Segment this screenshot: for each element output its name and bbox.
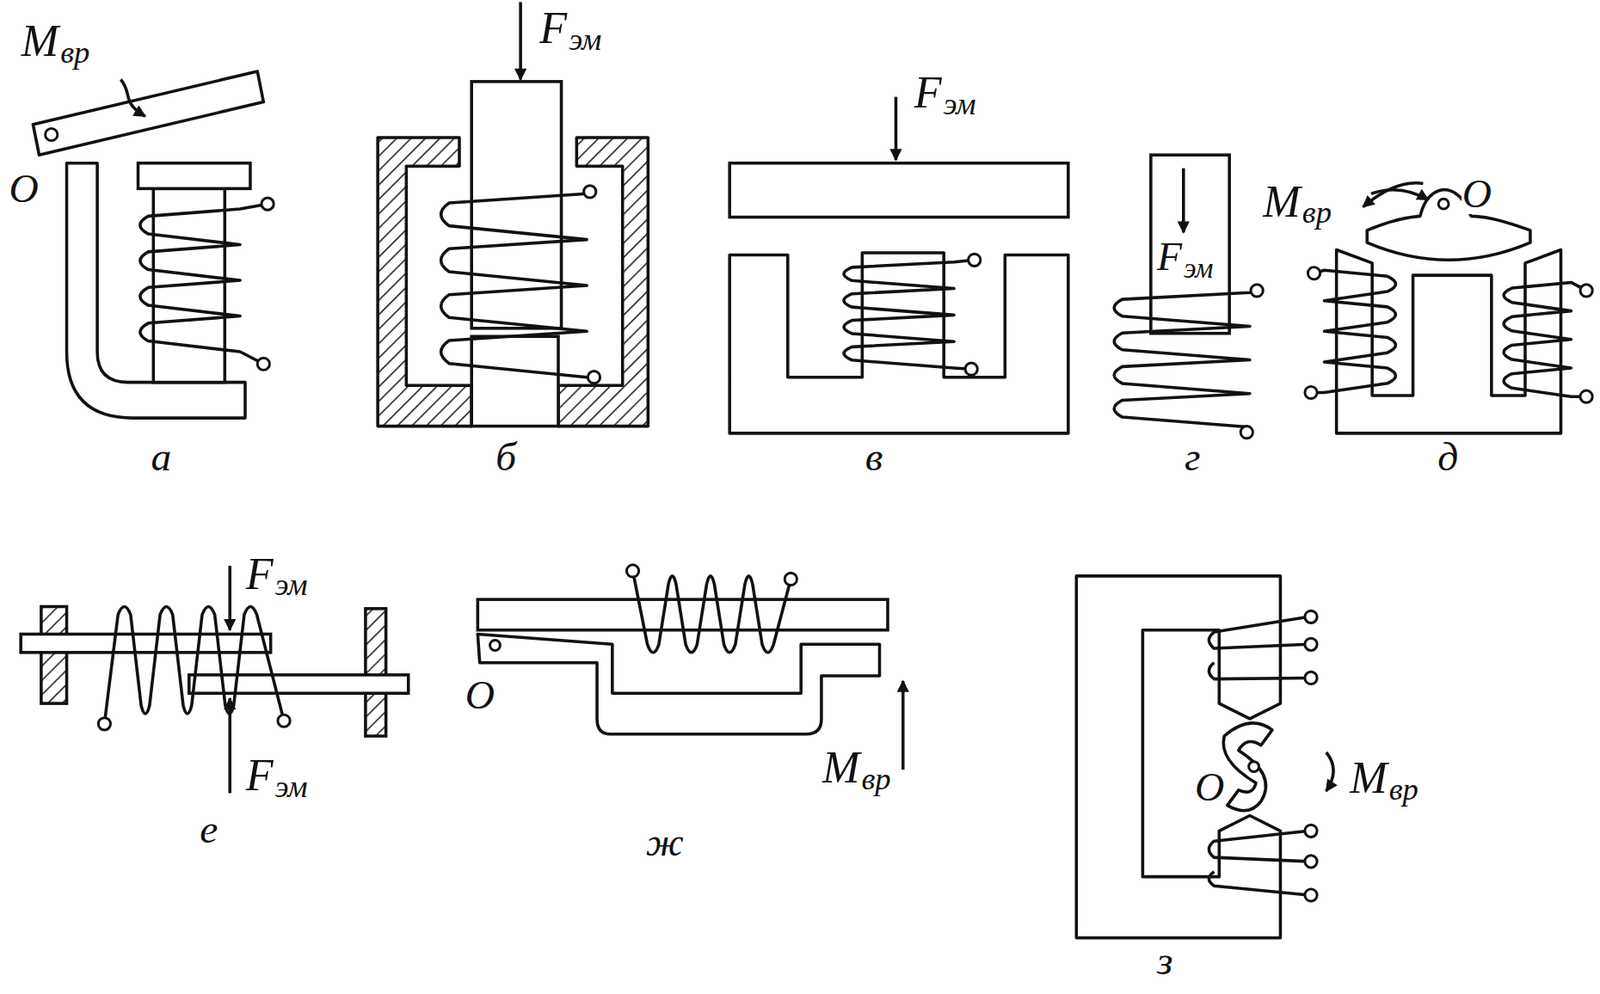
- housing-wall: [377, 137, 472, 427]
- torque-arrow: [1371, 190, 1428, 201]
- c-frame: [1076, 576, 1280, 939]
- guide-wall: [41, 606, 68, 704]
- pivot: [490, 640, 501, 652]
- terminal: [965, 363, 978, 376]
- figure-letter: е: [198, 809, 219, 850]
- force-arrow: [227, 698, 232, 794]
- terminal: [261, 197, 274, 210]
- subscript: эм: [274, 771, 309, 804]
- figure-letter: в: [864, 436, 885, 478]
- pivot: [1438, 198, 1449, 210]
- terminal: [587, 371, 600, 384]
- coil-winding: [104, 606, 284, 724]
- quantity-symbol: M: [20, 18, 60, 63]
- terminal: [626, 565, 639, 578]
- housing-wall: [558, 137, 648, 427]
- hinged-armature: [32, 71, 264, 155]
- subscript: эм: [567, 24, 603, 56]
- subscript: вр: [1388, 774, 1420, 807]
- quantity-symbol: M: [821, 744, 861, 790]
- force-arrow: [901, 681, 905, 770]
- coil-winding: [1208, 616, 1309, 679]
- terminal: [1304, 671, 1317, 684]
- coil-winding: [1310, 270, 1396, 393]
- terminal: [1304, 855, 1317, 868]
- figure-letter: б: [494, 436, 517, 478]
- terminal: [1580, 284, 1593, 297]
- subscript: вр: [59, 36, 91, 69]
- magnet-yoke: [67, 163, 246, 419]
- coil-winding: [1113, 290, 1257, 433]
- coil-winding: [140, 203, 268, 364]
- figure-letter: ж: [645, 822, 685, 863]
- rotary-armature: [1366, 190, 1531, 261]
- force-arrow: [894, 97, 899, 161]
- pivot: [1249, 762, 1260, 773]
- terminal: [1307, 267, 1320, 280]
- pivot-label: O: [1461, 173, 1493, 215]
- core-rod: [20, 633, 271, 653]
- rotary-armature: [1223, 723, 1273, 812]
- terminal: [1304, 824, 1317, 837]
- coil-winding: [1503, 282, 1587, 397]
- subscript: вр: [860, 763, 892, 796]
- subscript: эм: [942, 88, 978, 121]
- terminal: [1304, 386, 1317, 399]
- e-core: [729, 252, 1069, 434]
- quantity-symbol: F: [245, 752, 275, 798]
- force-arrow: [227, 566, 232, 631]
- coil-winding: [1208, 830, 1309, 896]
- torque-arrow: [120, 79, 145, 117]
- u-core: [1336, 249, 1562, 433]
- subscript: эм: [1182, 253, 1215, 283]
- subscript: вр: [1301, 196, 1333, 229]
- stop-core: [471, 336, 559, 426]
- torque-arrow: [1326, 752, 1334, 792]
- quantity-symbol: F: [913, 69, 943, 115]
- figure-letter: з: [1156, 941, 1175, 982]
- coil-winding: [633, 571, 792, 653]
- figure-letter: а: [149, 436, 173, 478]
- terminal: [1250, 284, 1263, 297]
- force-arrow: [1181, 168, 1186, 234]
- terminal: [1304, 889, 1317, 902]
- terminal: [968, 253, 981, 266]
- plunger: [1150, 154, 1230, 333]
- force-arrow: [518, 1, 523, 80]
- pivot-label: O: [464, 675, 496, 716]
- quantity-symbol: F: [538, 5, 568, 50]
- quantity-symbol: M: [1261, 178, 1301, 224]
- guide-wall: [365, 609, 387, 737]
- subscript: эм: [274, 569, 309, 602]
- pivot-label: O: [7, 168, 39, 210]
- terminal: [98, 718, 111, 731]
- quantity-symbol: M: [1348, 755, 1388, 800]
- terminal: [1304, 638, 1317, 651]
- quantity-symbol: F: [245, 551, 275, 597]
- terminal: [257, 357, 270, 370]
- hinged-armature: [477, 633, 880, 734]
- terminal: [1304, 610, 1317, 623]
- pole-piece: [138, 163, 251, 190]
- pivot-label: O: [1193, 767, 1225, 808]
- quantity-symbol: F: [1156, 236, 1183, 277]
- terminal: [584, 185, 597, 198]
- figure-letter: г: [1183, 436, 1202, 478]
- figure-letter: д: [1436, 436, 1459, 478]
- terminal: [1240, 426, 1253, 439]
- terminal: [277, 714, 290, 727]
- terminal: [1580, 390, 1593, 403]
- terminal: [784, 572, 797, 585]
- pivot: [45, 128, 58, 141]
- armature-bar: [729, 163, 1069, 218]
- coil-winding: [843, 259, 975, 370]
- coil-winding: [441, 191, 595, 378]
